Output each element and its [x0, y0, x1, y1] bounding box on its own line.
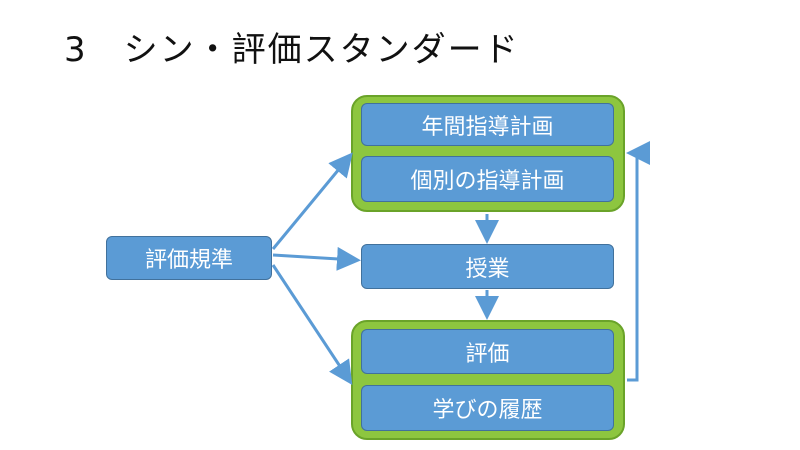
individual-plan-box: 個別の指導計画 [361, 156, 614, 202]
lesson-box: 授業 [361, 244, 614, 289]
evaluation-criteria-box: 評価規準 [106, 236, 272, 280]
arrow-feedback-loop [626, 141, 650, 382]
slide-title: 3 シン・評価スタンダード [64, 22, 520, 71]
arrow-criteria-to-lesson [272, 246, 361, 271]
evaluation-box: 評価 [361, 329, 614, 374]
arrow-criteria-to-plan [271, 152, 353, 250]
title-text: シン・評価スタンダード [123, 30, 520, 70]
annual-plan-box: 年間指導計画 [361, 103, 614, 146]
learning-history-box: 学びの履歴 [361, 385, 614, 431]
title-number: 3 [64, 30, 88, 70]
arrow-criteria-to-evaluation [271, 264, 353, 386]
